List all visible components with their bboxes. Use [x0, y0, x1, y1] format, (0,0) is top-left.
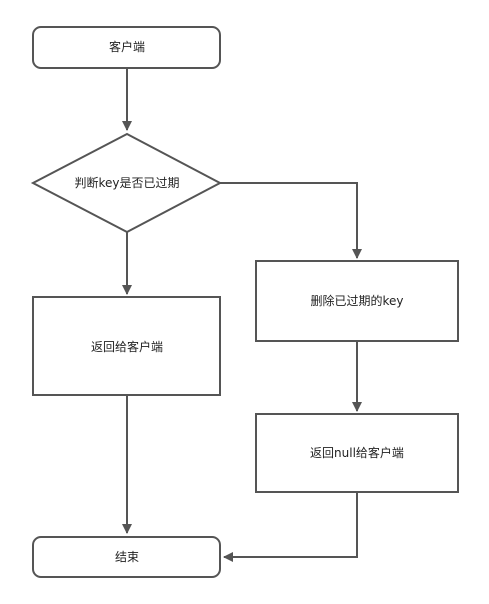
decision-node-check-expired: 判断key是否已过期	[30, 132, 223, 234]
start-node-client: 客户端	[32, 26, 221, 69]
process-node-return-client: 返回给客户端	[32, 296, 221, 396]
end-node-label: 结束	[115, 550, 139, 564]
edge-return-null-to-end	[223, 492, 358, 562]
edge-check-to-delete-expired	[220, 182, 362, 259]
start-node-label: 客户端	[109, 39, 145, 54]
process-node-return-null: 返回null给客户端	[255, 413, 459, 493]
decision-node-label: 判断key是否已过期	[74, 175, 179, 190]
connectors	[122, 68, 362, 562]
process-node-delete-expired: 删除已过期的key	[255, 260, 459, 342]
process-node-return-null-label: 返回null给客户端	[310, 445, 404, 460]
process-node-delete-expired-label: 删除已过期的key	[310, 293, 403, 308]
end-node: 结束	[32, 536, 221, 578]
process-node-return-client-label: 返回给客户端	[91, 339, 163, 354]
